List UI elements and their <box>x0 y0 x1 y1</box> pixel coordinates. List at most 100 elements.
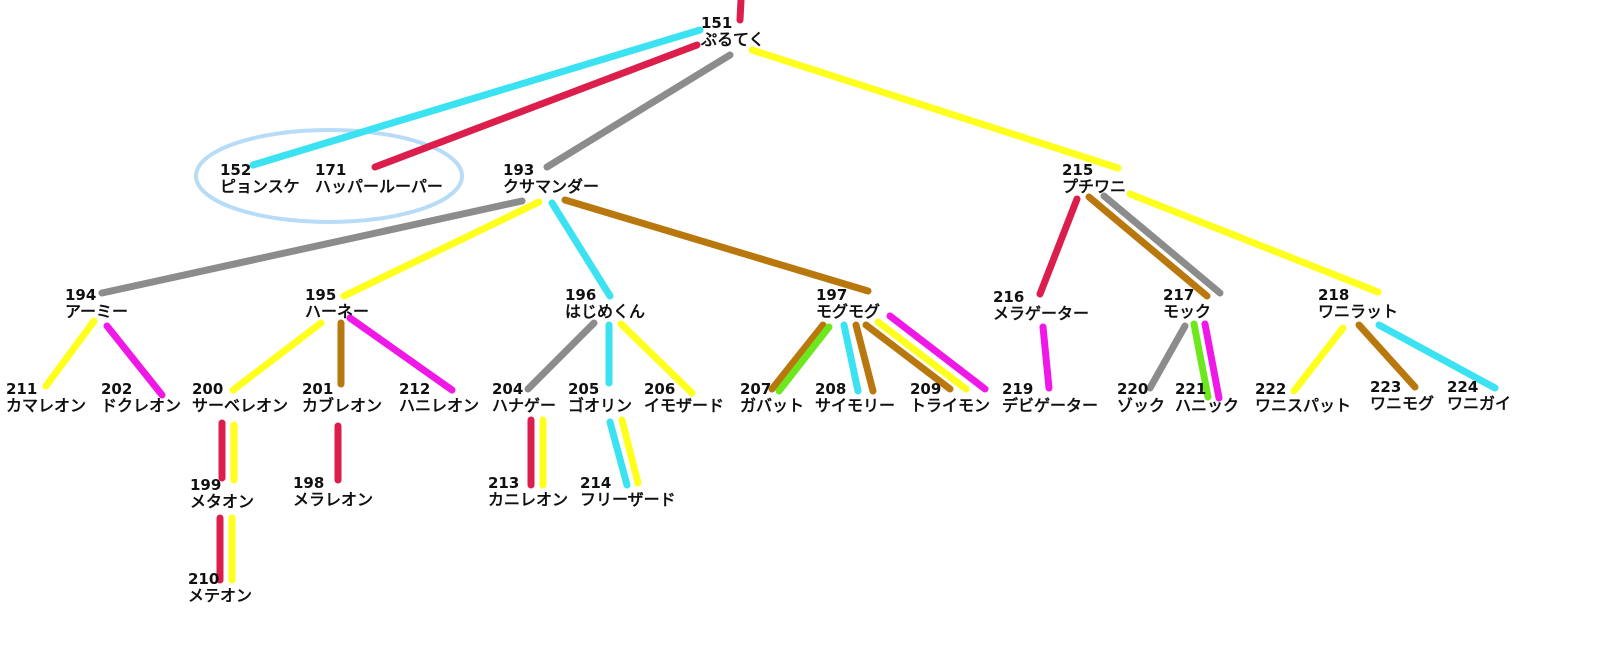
node-number: 195 <box>305 286 337 304</box>
node-name: ハニレオン <box>399 395 480 415</box>
edge-193-197 <box>561 196 872 295</box>
node-number: 151 <box>701 14 733 32</box>
node-name: プチワニ <box>1062 176 1127 196</box>
edge-197-209-yellow <box>874 318 970 393</box>
node-name: カマレオン <box>6 395 87 415</box>
edge-218-224 <box>1375 321 1499 392</box>
node-number: 199 <box>190 476 222 494</box>
node-number: 202 <box>101 380 133 398</box>
node-number: 194 <box>65 286 97 304</box>
node-name: クサマンダー <box>503 176 600 196</box>
node-name: ドクレオン <box>101 395 182 415</box>
edge-217-221-magenta <box>1201 320 1223 402</box>
edge-205-214-cyan <box>606 418 631 489</box>
node-number: 220 <box>1117 380 1149 398</box>
edge-195-200 <box>229 319 325 394</box>
node-name: ゴオリン <box>568 395 633 415</box>
node-name: サイモリー <box>815 395 896 415</box>
node-number: 213 <box>488 474 520 492</box>
edge-197-207-brown <box>768 321 827 393</box>
edge-151-215 <box>748 46 1122 172</box>
node-name: ワニラット <box>1318 301 1399 321</box>
node-number: 224 <box>1447 378 1479 396</box>
node-name: ハッパールーパー <box>315 176 443 196</box>
edge-193-195 <box>340 198 543 300</box>
node-name: ワニスパット <box>1255 395 1352 415</box>
edge-215-218 <box>1126 190 1382 296</box>
node-number: 208 <box>815 380 847 398</box>
node-number: 207 <box>740 380 772 398</box>
node-number: 206 <box>644 380 676 398</box>
node-number: 200 <box>192 380 224 398</box>
edge-197-207-green <box>775 323 833 395</box>
node-number: 211 <box>6 380 38 398</box>
node-number: 197 <box>816 286 848 304</box>
edge-151-193 <box>543 51 734 171</box>
node-number: 222 <box>1255 380 1287 398</box>
highlight-ellipse <box>194 128 464 224</box>
edge-215-216 <box>1036 195 1081 298</box>
node-name: はじめくん <box>565 301 646 321</box>
node-number: 198 <box>293 474 325 492</box>
node-name: カブレオン <box>302 395 383 415</box>
node-name: アーミー <box>65 301 129 321</box>
edge-195-212 <box>346 314 456 394</box>
node-number: 171 <box>315 161 347 179</box>
node-number: 201 <box>302 380 334 398</box>
node-name: モック <box>1163 301 1212 321</box>
node-name: ピョンスケ <box>220 176 300 196</box>
node-number: 219 <box>1002 380 1034 398</box>
node-number: 204 <box>492 380 524 398</box>
node-name: イモザード <box>644 395 725 415</box>
node-number: 193 <box>503 161 535 179</box>
node-number: 196 <box>565 286 597 304</box>
node-name: ワニガイ <box>1447 393 1512 413</box>
node-number: 209 <box>910 380 942 398</box>
node-name: ゾック <box>1117 395 1166 415</box>
edge-205-214-yellow <box>618 416 642 487</box>
edge-194-211 <box>42 317 98 390</box>
edge-216-219 <box>1039 323 1053 392</box>
node-number: 214 <box>580 474 612 492</box>
node-name: メテオン <box>188 585 253 605</box>
node-name: フリーザード <box>580 489 676 509</box>
node-number: 217 <box>1163 286 1195 304</box>
node-number: 152 <box>220 161 252 179</box>
node-number: 221 <box>1175 380 1207 398</box>
edge-197-208-cyan <box>840 321 862 395</box>
node-number: 215 <box>1062 161 1094 179</box>
edge-151-171 <box>371 41 701 171</box>
node-number: 216 <box>993 288 1025 306</box>
node-name: メタオン <box>190 491 255 511</box>
node-name: カニレオン <box>488 489 569 509</box>
node-name: ハニック <box>1175 395 1240 415</box>
edge-218-222 <box>1290 324 1347 395</box>
node-number: 218 <box>1318 286 1350 304</box>
node-name: デビゲーター <box>1002 395 1099 415</box>
edge-215-217-gray <box>1100 192 1224 297</box>
